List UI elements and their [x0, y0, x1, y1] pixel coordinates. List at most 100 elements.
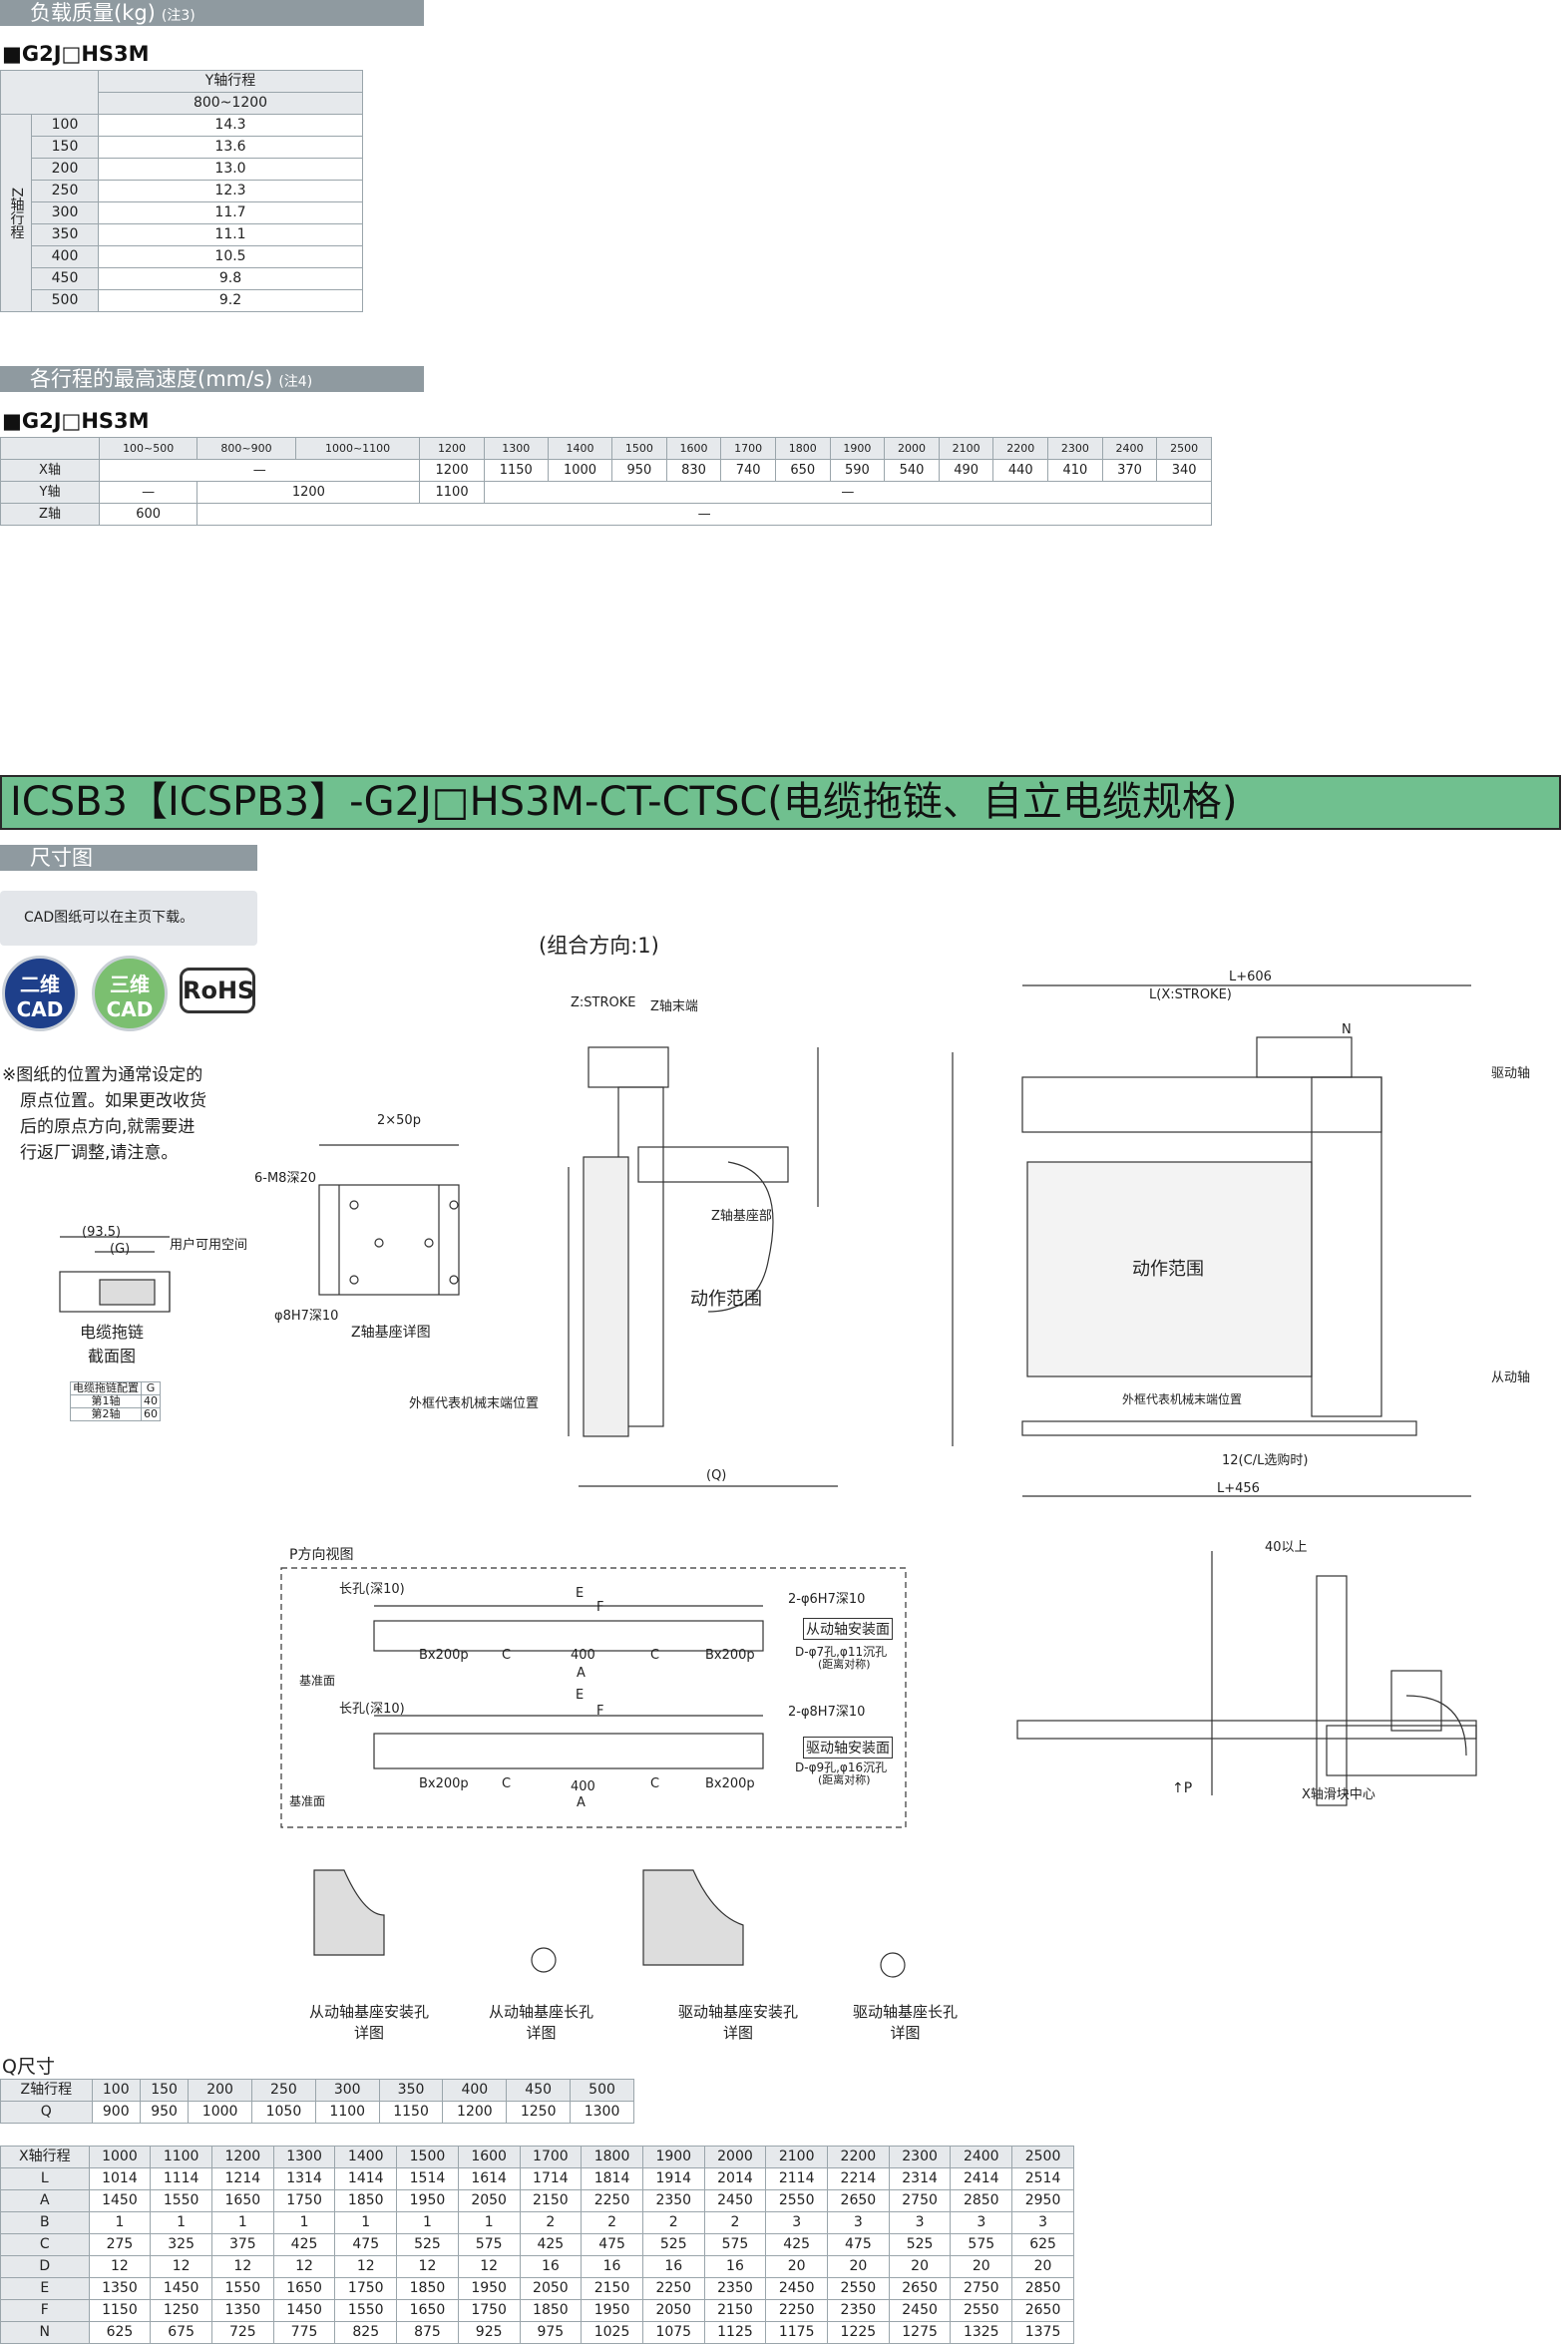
table-cell: 500 — [570, 2079, 634, 2102]
table-cell: 1200 — [442, 2101, 508, 2124]
table-cell: 1200 — [196, 481, 421, 504]
combo-direction: (组合方向:1) — [539, 934, 659, 958]
table-cell: 425 — [765, 2233, 829, 2256]
table-cell: 1314 — [272, 2167, 336, 2190]
table-cell: 9.8 — [98, 267, 363, 290]
table-cell: — — [98, 459, 421, 482]
cl-label: 12(C/L选购时) — [1222, 1453, 1309, 1468]
table-cell: 12 — [457, 2255, 521, 2278]
outer-frame-label-2: 外框代表机械末端位置 — [1122, 1392, 1243, 1406]
table-cell: 600 — [98, 503, 198, 526]
detail-caption-line: 详图 — [354, 2024, 385, 2042]
c-label-3: C — [502, 1776, 512, 1791]
table-cell: 16 — [519, 2255, 583, 2278]
table-cell: 2550 — [827, 2277, 890, 2300]
table-cell: X轴 — [0, 459, 100, 482]
table-cell: 11.7 — [98, 201, 363, 224]
table-cell: C — [0, 2233, 90, 2256]
table-cell: F — [0, 2299, 90, 2322]
table-cell: 60 — [141, 1407, 161, 1421]
table-cell: 1450 — [88, 2189, 152, 2212]
table-cell: 1 — [272, 2211, 336, 2234]
table-cell: 14.3 — [98, 114, 363, 137]
table-cell: 2950 — [1011, 2189, 1074, 2212]
drive-mount-label: 驱动轴安装面 — [803, 1737, 893, 1759]
table-cell: 1300 — [483, 437, 549, 460]
phi8-label: φ8H7深10 — [274, 1309, 339, 1324]
table-cell: 150 — [139, 2079, 190, 2102]
table-cell: Z轴 — [0, 503, 100, 526]
table-cell: 2514 — [1011, 2167, 1074, 2190]
cad-3d-badge[interactable]: 三维 CAD — [92, 956, 168, 1031]
base-face-label-2: 基准面 — [289, 1794, 326, 1808]
cad2d-bottom-text: CAD — [16, 997, 64, 1021]
section-speed-note: (注4) — [278, 374, 313, 390]
table-cell: 2200 — [992, 437, 1049, 460]
table-cell: 400 — [442, 2079, 508, 2102]
table-cell: Z轴行程 — [0, 114, 32, 312]
section-load-note: (注3) — [161, 8, 196, 24]
table-cell: 2050 — [641, 2299, 705, 2322]
table-cell: 1214 — [210, 2167, 274, 2190]
table-cell: 1114 — [150, 2167, 212, 2190]
table-cell: 1500 — [611, 437, 667, 460]
table-cell: 925 — [457, 2321, 521, 2344]
table-cell: 3 — [950, 2211, 1013, 2234]
q-label: (Q) — [706, 1468, 727, 1483]
z-base-caption: Z轴基座详图 — [351, 1325, 431, 1341]
table-cell: 1000 — [88, 2146, 152, 2168]
table-cell: 2650 — [888, 2277, 952, 2300]
table-cell: 200 — [188, 2079, 253, 2102]
c-label-2: C — [650, 1648, 660, 1663]
section-dim-header: 尺寸图 — [0, 845, 257, 871]
table-cell: G — [141, 1381, 161, 1395]
cad-2d-badge[interactable]: 二维 CAD — [2, 956, 78, 1031]
detail-caption-line: 从动轴基座安装孔 — [309, 2003, 430, 2021]
table-cell: 16 — [703, 2255, 767, 2278]
table-cell: 450 — [506, 2079, 572, 2102]
table-cell: 1900 — [641, 2146, 705, 2168]
cable-caption-line: 电缆拖链 — [80, 1323, 145, 1342]
table-cell: 12.3 — [98, 180, 363, 202]
table-cell: 2550 — [950, 2299, 1013, 2322]
table-cell: 950 — [139, 2101, 190, 2124]
table-cell: 250 — [31, 180, 99, 202]
table-cell: 1325 — [950, 2321, 1013, 2344]
table-cell: Q — [0, 2101, 93, 2124]
table-cell: 1600 — [665, 437, 722, 460]
b200-label-1: Bx200p — [419, 1648, 469, 1663]
cad3d-top-text: 三维 — [110, 973, 150, 996]
paired-label-2: (距离对称) — [818, 1773, 871, 1786]
table-cell: 410 — [1047, 459, 1103, 482]
table-cell: 2850 — [950, 2189, 1013, 2212]
table-cell: 1100 — [314, 2101, 380, 2124]
table-cell: — — [196, 503, 1212, 526]
table-cell: 2 — [581, 2211, 643, 2234]
detail-caption-3: 驱动轴基座安装孔 详图 — [678, 2001, 798, 2043]
section-dim-title: 尺寸图 — [30, 846, 93, 870]
table-cell: 第2轴 — [70, 1407, 142, 1421]
z-end-label: Z轴末端 — [650, 999, 698, 1014]
table-cell: 2550 — [765, 2189, 829, 2212]
table-cell: 3 — [765, 2211, 829, 2234]
table-cell: 20 — [1011, 2255, 1074, 2278]
table-cell: 800~900 — [196, 437, 296, 460]
table-cell: 1700 — [720, 437, 776, 460]
driven-mount-label: 从动轴安装面 — [803, 1618, 893, 1640]
table-cell: 2100 — [765, 2146, 829, 2168]
table-cell: X轴行程 — [0, 2146, 90, 2168]
table-cell: 200 — [31, 158, 99, 181]
drawing-note-line: ※图纸的位置为通常设定的 — [2, 1065, 203, 1085]
table-cell: 1 — [334, 2211, 398, 2234]
l606-label: L+606 — [1229, 970, 1272, 984]
table-cell: 1800 — [774, 437, 831, 460]
table-cell: 725 — [210, 2321, 274, 2344]
table-cell: 1375 — [1011, 2321, 1074, 2344]
table-cell: 2150 — [581, 2277, 643, 2300]
